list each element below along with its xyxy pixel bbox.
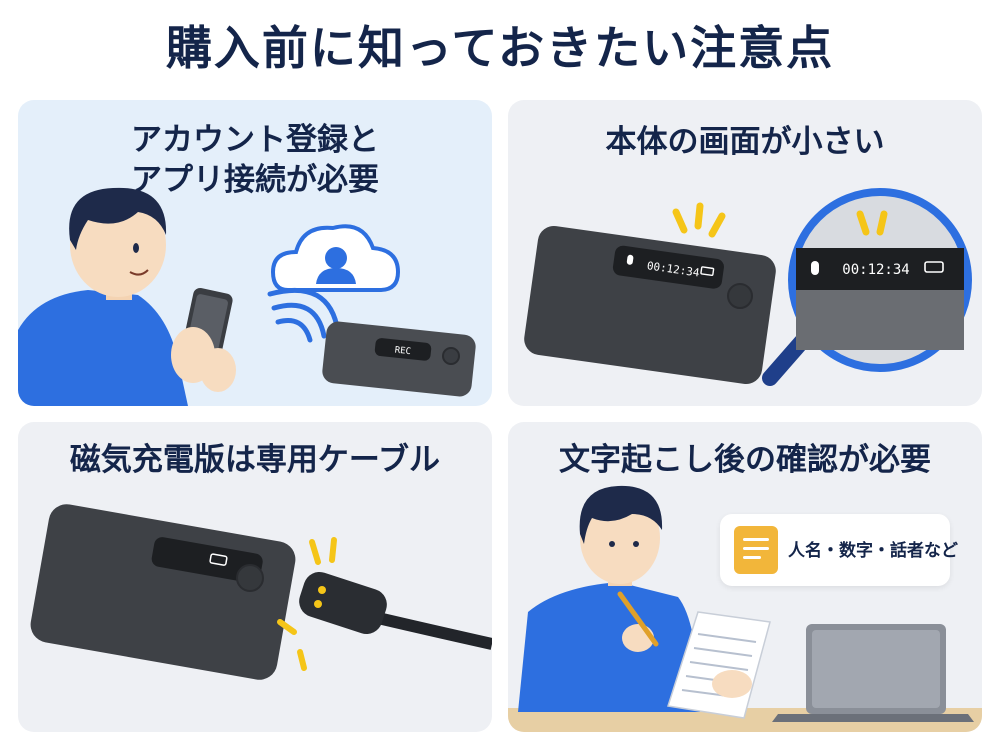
panel-title: 文字起こし後の確認が必要 [559, 442, 931, 478]
rec-label: REC [394, 346, 411, 358]
magnetic-cable-icon [299, 571, 492, 650]
note-card: 人名・数字・話者など [720, 514, 958, 586]
recorder-device [30, 504, 296, 680]
cloud-icon [270, 224, 401, 292]
person-illustration [518, 485, 700, 712]
battery-icon [209, 553, 228, 566]
page-title: 購入前に知っておきたい注意点 [165, 21, 835, 75]
recorder-device: REC [322, 321, 476, 397]
panel-title-line2: アプリ接続が必要 [131, 162, 379, 198]
spark-icon [672, 202, 726, 238]
person-illustration [18, 187, 188, 406]
magnifier-icon: 00:12:34 [762, 188, 972, 386]
panel-screen: 本体の画面が小さい 00:12:34 00:12:34 [508, 100, 982, 406]
panel-title: 磁気充電版は専用ケーブル [69, 442, 441, 478]
panel-cable: 磁気充電版は専用ケーブル [18, 422, 492, 732]
battery-icon [700, 266, 715, 277]
note-text: 人名・数字・話者など [788, 541, 958, 561]
document-icon [734, 526, 778, 574]
mic-icon [626, 254, 634, 265]
person-icon [316, 247, 356, 284]
panel-account: アカウント登録と アプリ接続が必要 [18, 100, 492, 406]
recorder-device: 00:12:34 [524, 226, 776, 384]
panel-title: 本体の画面が小さい [605, 124, 885, 160]
laptop-icon [772, 624, 974, 722]
pen-icon [617, 591, 659, 647]
panel-title-line1: アカウント登録と [131, 122, 379, 158]
smartphone-icon [171, 288, 236, 392]
paper-sheet [667, 611, 771, 719]
wifi-icon [267, 287, 341, 343]
panel-transcript: 文字起こし後の確認が必要 人名・数字・話者など [508, 422, 982, 732]
zoom-time: 00:12:34 [842, 262, 909, 278]
